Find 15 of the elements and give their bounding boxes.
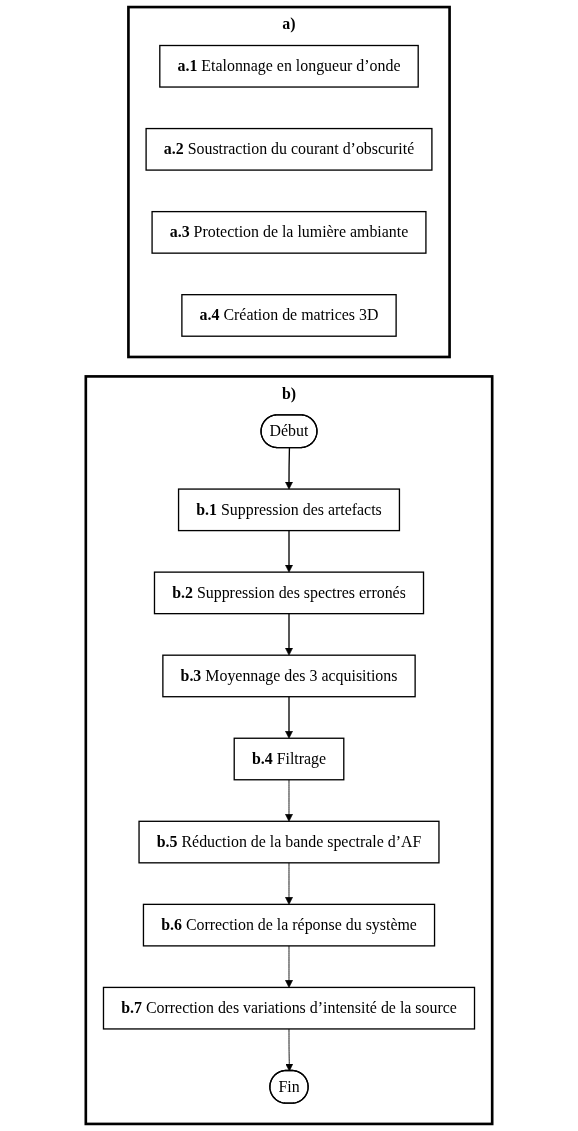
arrow [285,613,293,656]
node-box: b.6 Correction de la réponse du système [142,903,436,947]
node-box: b.4 Filtrage [233,737,345,781]
node-box: a.3 Protection de la lumière ambiante [151,210,427,254]
arrow [285,529,293,573]
node-box: b.1 Suppression des artefacts [177,488,401,532]
node-box: b.5 Réduction de la bande spectrale d’AF [138,820,440,864]
node-box: a.1 Etalonnage en longueur d’onde [159,44,419,88]
node-box: a.4 Création de matrices 3D [181,294,397,337]
node-box: b.3 Moyennage des 3 acquisitions [162,654,416,698]
node-box: b.2 Suppression des spectres erronés [153,571,425,615]
node-box: b.7 Correction des variations d’intensité de la source [102,986,476,1030]
arrow [285,447,293,490]
arrow [285,696,293,739]
node-box: a.2 Soustraction du courant d’obscurité [145,127,433,171]
